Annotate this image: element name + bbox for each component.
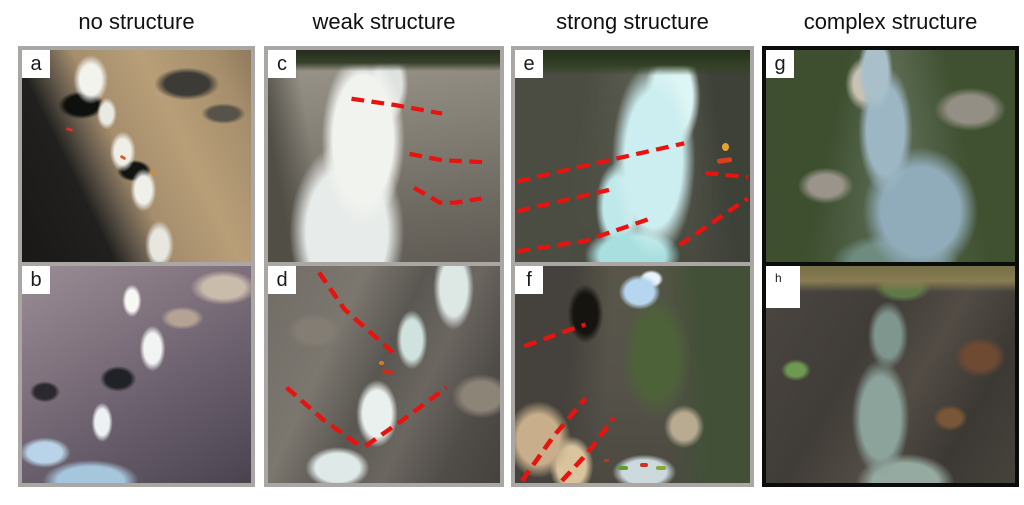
kayaker-dot	[656, 465, 666, 470]
panel-letter: c	[277, 53, 287, 75]
panel-letter: d	[276, 269, 288, 291]
column-header-no-structure: no structure	[78, 9, 195, 34]
panel-a: a	[22, 50, 251, 262]
kayaker-dot	[721, 143, 729, 152]
annotation-overlay-e	[516, 141, 750, 254]
panel-label-c: c	[268, 50, 296, 78]
panel-label-a: a	[22, 50, 50, 78]
panel-letter: g	[774, 53, 786, 75]
panel-letter: f	[526, 269, 532, 291]
annotation-overlay-c	[351, 96, 489, 205]
column-header-strong-structure: strong structure	[556, 9, 709, 34]
column-header-weak-structure: weak structure	[312, 9, 456, 34]
panel-letter: e	[523, 53, 535, 75]
kayaker-dot	[65, 127, 73, 133]
kayaker-dot	[639, 463, 648, 468]
column-strong-structure: e f	[511, 46, 754, 487]
panel-e: e	[515, 50, 750, 262]
panel-label-h: h	[766, 266, 800, 308]
column-header-complex-structure: complex structure	[803, 9, 978, 34]
panel-label-g: g	[766, 50, 794, 78]
panel-b: b	[22, 266, 251, 483]
panel-label-b: b	[22, 266, 50, 294]
column-complex-structure: g h	[762, 46, 1019, 487]
kayaker-dot	[618, 465, 629, 470]
panel-h: h	[766, 266, 1015, 483]
kayaker-dot	[379, 361, 385, 366]
panel-c: c	[268, 50, 500, 262]
panel-letter: b	[30, 269, 42, 291]
kayaker-dot	[150, 170, 157, 175]
annotation-overlay-f	[520, 322, 616, 483]
kayaker-dot	[120, 154, 127, 161]
panel-letter: a	[30, 53, 42, 75]
panel-f: f	[515, 266, 750, 483]
panel-letter: h	[775, 271, 782, 285]
annotation-overlay-d	[284, 271, 449, 451]
column-weak-structure: c d	[264, 46, 504, 487]
column-no-structure: a b	[18, 46, 255, 487]
panel-d: d	[268, 266, 500, 483]
panel-g: g	[766, 50, 1015, 262]
panel-label-e: e	[515, 50, 543, 78]
kayaker-dot	[604, 459, 610, 463]
panel-label-f: f	[515, 266, 543, 294]
panel-label-d: d	[268, 266, 296, 294]
